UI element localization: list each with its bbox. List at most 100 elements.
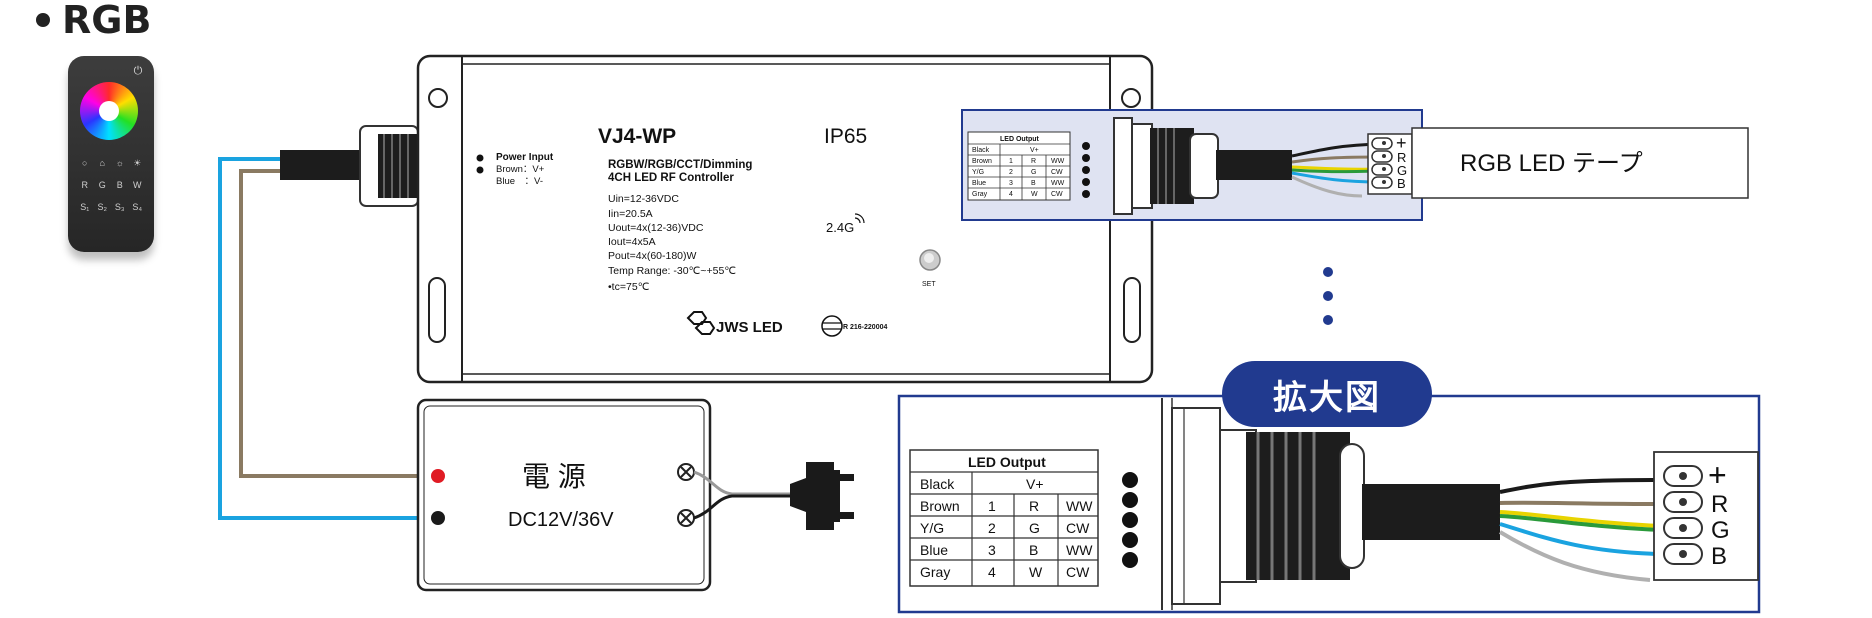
section-heading: RGB (36, 0, 151, 42)
positive-terminal-dot (431, 469, 445, 483)
led-output-table-large: LED Output Black V+ Brown 1 R WW Y/G 2 G… (909, 449, 1099, 587)
remote-key: S₃ (114, 202, 125, 212)
terminal-label-g: G (1397, 163, 1407, 178)
output-terminal-dots (1082, 142, 1090, 198)
power-supply-box (416, 398, 712, 592)
small-table-cell: W (1031, 191, 1038, 198)
led-connector-small: + R G B (1367, 133, 1413, 195)
spec-line: Uout=4x(12-36)VDC (608, 222, 704, 234)
large-table-cell: CW (1066, 564, 1090, 580)
spec-line: •tc=75℃ (608, 281, 650, 293)
led-output-table-small: LED Output Black V+ Brown 1 R WW Y/G 2 G… (967, 131, 1071, 201)
terminal-label-r: R (1397, 150, 1406, 165)
large-table-cell: Y/G (920, 520, 944, 536)
model-name: VJ4-WP (598, 125, 676, 148)
rf-remote-control-image: ⏻ ○ ⌂ ☼ ☀ R G B W S₁ S₂ S₃ S₄ (68, 56, 154, 252)
large-table-cell: WW (1066, 498, 1093, 514)
output-terminal-dots-large (1122, 472, 1138, 568)
small-table-cell: Blue (972, 180, 986, 187)
large-table-cell: R (1029, 498, 1039, 514)
set-button-highlight (924, 253, 934, 263)
output-cable-sheath-large (1362, 484, 1500, 540)
small-table-cell: Gray (972, 191, 988, 198)
large-table-cell: W (1029, 564, 1043, 580)
large-table-cell: 3 (988, 542, 996, 558)
ac-cable (693, 470, 790, 520)
large-table-cell: Blue (920, 542, 948, 558)
input-cable-sheath (280, 150, 360, 180)
large-table-cell: B (1029, 542, 1038, 558)
small-table-cell: G (1031, 169, 1036, 176)
large-table-cell: 1 (988, 498, 996, 514)
large-table-cell: CW (1066, 520, 1090, 536)
ac-plug-icon (790, 462, 854, 530)
product-subtitle-2: 4CH LED RF Controller (608, 172, 734, 184)
small-table-cell: R (1031, 158, 1036, 165)
terminal-label-plus: + (1396, 133, 1407, 153)
terminal-label-r-large: R (1711, 491, 1728, 518)
large-table-cell: G (1029, 520, 1040, 536)
small-table-cell: 2 (1009, 169, 1013, 176)
small-table-cell: V+ (1030, 147, 1039, 154)
remote-key: S₄ (132, 202, 143, 212)
color-wheel-icon (80, 82, 138, 140)
power-input-title: Power Input (496, 152, 554, 163)
remote-key: ☼ (115, 158, 124, 168)
output-cable-gland (1113, 117, 1219, 215)
negative-terminal-dot (431, 511, 445, 525)
ac-terminal-icon (677, 463, 695, 527)
power-icon: ⏻ (133, 65, 143, 77)
terminal-dot (476, 166, 484, 174)
output-cable-gland-large (1171, 407, 1365, 605)
small-table-cell: WW (1051, 180, 1065, 187)
ip-rating: IP65 (824, 125, 867, 148)
remote-key: R (81, 180, 89, 190)
section-title: RGB (62, 0, 152, 42)
rf-frequency: 2.4G (826, 220, 854, 235)
remote-key: ⌂ (99, 158, 105, 168)
large-table-cell: 2 (988, 520, 996, 536)
small-table-cell: 1 (1009, 158, 1013, 165)
large-table-cell: Gray (920, 564, 950, 580)
large-table-cell: V+ (1026, 476, 1044, 492)
certification-code: R 216-220004 (843, 324, 887, 331)
led-connector-large: + R G B (1653, 451, 1759, 581)
terminal-dot (476, 154, 484, 162)
brown-wire (239, 169, 436, 478)
remote-key: ○ (82, 158, 88, 168)
small-table-cell: CW (1051, 169, 1063, 176)
power-input-brown: Brown：V+ (496, 164, 545, 175)
zoom-badge: 拡大図 (1222, 361, 1432, 427)
small-table-cell: Black (972, 147, 990, 154)
remote-keypad: ○ ⌂ ☼ ☀ R G B W S₁ S₂ S₃ S₄ (76, 156, 146, 214)
small-table-cell: 3 (1009, 180, 1013, 187)
continuation-dots (1323, 267, 1333, 325)
brand-name: JWS LED (716, 319, 783, 336)
large-table-title: LED Output (968, 454, 1046, 470)
large-table-cell: Black (920, 476, 955, 492)
large-table-cell: WW (1066, 542, 1093, 558)
remote-key: G (98, 180, 106, 190)
power-supply-title: 電 源 (522, 461, 586, 492)
power-supply-voltage: DC12V/36V (508, 509, 614, 531)
small-table-cell: CW (1051, 191, 1063, 198)
remote-key: W (133, 180, 142, 190)
spec-line: Temp Range: -30℃~+55℃ (608, 265, 736, 277)
set-label: SET (922, 281, 936, 288)
remote-key: S₂ (97, 202, 108, 212)
remote-key: S₁ (80, 202, 90, 212)
spec-line: Pout=4x(60-180)W (608, 250, 697, 262)
remote-key: B (116, 180, 123, 190)
small-table-cell: B (1031, 180, 1036, 187)
blue-wire (218, 157, 436, 520)
large-table-cell: Brown (920, 498, 960, 514)
output-cable-sheath (1216, 150, 1292, 180)
spec-line: Iin=20.5A (608, 208, 653, 220)
output-wires-large (1498, 478, 1661, 582)
spec-line: Uin=12-36VDC (608, 193, 679, 205)
led-tape-label: RGB LED テープ (1460, 150, 1643, 177)
small-table-title: LED Output (1000, 136, 1040, 143)
product-subtitle-1: RGBW/RGB/CCT/Dimming (608, 159, 752, 171)
jws-logo-icon (686, 311, 716, 335)
